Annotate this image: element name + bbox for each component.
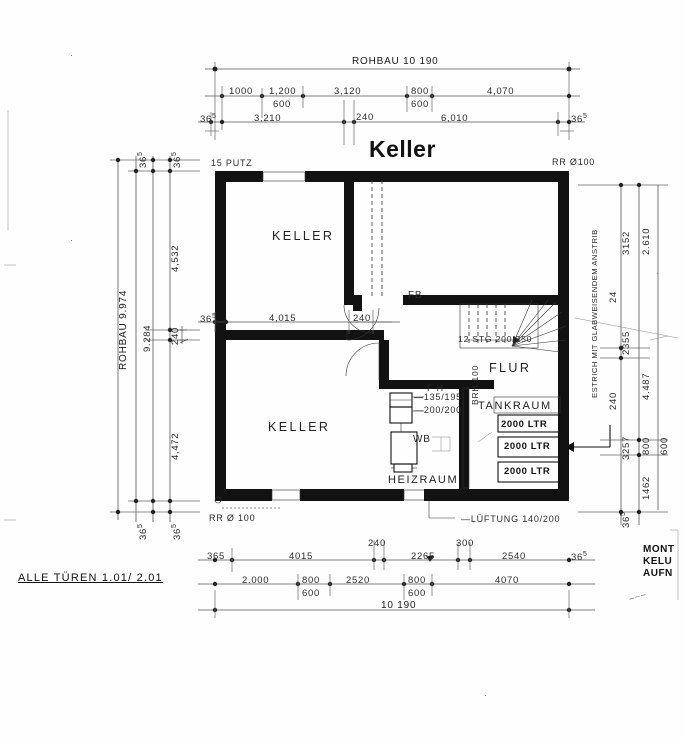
- paper-speck-2: ·: [70, 235, 73, 245]
- dim-corner-br: 365: [620, 511, 633, 528]
- dim-1462: 1462: [641, 476, 652, 500]
- dim-bottom-800a: 800: [302, 575, 320, 586]
- note-estrich: ESTRICH MIT GLABWEISENDEM ANSTRIB: [590, 229, 599, 398]
- note-putz: 15 PUTZ: [211, 158, 253, 168]
- dim-6010: 6,010: [441, 113, 469, 124]
- tank-label-1: 2000 LTR: [504, 441, 551, 452]
- dim-bottom-600a: 600: [302, 588, 320, 599]
- dim-bottom-2265: 2265: [411, 551, 435, 562]
- dim-corner-tl: 365: [200, 113, 217, 126]
- page-title: Keller: [369, 136, 436, 162]
- dim-bottom-300: 300: [456, 538, 474, 549]
- edge-note-line-1: MONT: [643, 544, 675, 555]
- note-fb: FB: [408, 290, 423, 301]
- dim-800-right: 800: [641, 437, 652, 455]
- dim-left-top-a: 365: [137, 151, 150, 168]
- room-label-tankraum: TANKRAUM: [478, 400, 552, 412]
- dim-1200: 1,200: [269, 86, 297, 97]
- dim-corner-tr: 365: [571, 113, 588, 126]
- paper-speck-1: ·: [70, 50, 73, 60]
- edge-note-line-3: AUFN: [643, 568, 673, 579]
- dim-3152: 3152: [621, 231, 632, 255]
- dim-left-bot-b: 365: [171, 523, 184, 540]
- note-rr-top: RR Ø100: [552, 157, 596, 167]
- dim-bottom-365: 365: [207, 551, 225, 562]
- dim-left-top-b: 365: [171, 151, 184, 168]
- dim-240-door: 240: [353, 313, 371, 324]
- dim-bottom-4015: 4015: [289, 551, 313, 562]
- heizraum-fixtures: [389, 392, 451, 473]
- dim-600-top2: 600: [411, 99, 429, 110]
- dim-bottom-600b: 600: [408, 588, 426, 599]
- dim-3120: 3,120: [334, 86, 362, 97]
- dim-600-top: 600: [273, 99, 291, 110]
- dim-4532: 4,532: [170, 244, 181, 272]
- dim-240-top: 240: [356, 112, 374, 123]
- dim-600-right: 600: [659, 437, 670, 455]
- note-fh: F H: [427, 383, 444, 393]
- room-label-keller-upper: KELLER: [272, 229, 335, 243]
- dim-corner-interior: 365: [200, 313, 217, 326]
- stair-run: [459, 299, 567, 353]
- room-label-flur: FLUR: [489, 361, 532, 375]
- tank-boxes: [477, 396, 561, 483]
- dim-3210: 3,210: [254, 113, 282, 124]
- dim-240-left: 240: [170, 327, 181, 345]
- note-all-doors: ALLE TÜREN 1.01/ 2.01: [18, 572, 163, 584]
- dim-4487: 4.487: [641, 372, 652, 400]
- dim-bottom-2000: 2.000: [242, 575, 270, 586]
- edge-note-line-2: KELU: [643, 556, 673, 567]
- dim-bottom-2520: 2520: [346, 575, 370, 586]
- dim-bottom-4070: 4070: [495, 575, 519, 586]
- dim-2610: 2.610: [641, 227, 652, 255]
- note-window-200: —200/200: [414, 405, 462, 415]
- dim-3257: 3257: [621, 436, 632, 460]
- note-wb: WB: [413, 434, 431, 445]
- tank-caption-main: 2000 LTR: [501, 419, 548, 430]
- dim-4015-interior: 4,015: [269, 313, 297, 324]
- dim-24: 24: [608, 291, 619, 303]
- dim-bottom-240: 240: [368, 538, 386, 549]
- note-stairs: 12 STG 200/250: [458, 334, 533, 344]
- dim-bottom-overall: 10 190: [381, 600, 417, 611]
- dim-left-inner: 9.284: [142, 324, 153, 352]
- note-window-135: —135/195: [414, 392, 462, 402]
- dim-1000: 1000: [229, 86, 253, 97]
- dim-2355: 2355: [621, 331, 632, 355]
- dim-bottom-800b: 800: [408, 575, 426, 586]
- dim-4070-top: 4,070: [487, 86, 515, 97]
- dim-800-top: 800: [411, 86, 429, 97]
- dim-left-bot-a: 365: [137, 523, 150, 540]
- dim-top-overall: ROHBAU 10 190: [352, 56, 439, 67]
- room-label-keller-lower: KELLER: [268, 420, 331, 434]
- dim-bottom-corner: 365: [571, 551, 588, 564]
- edge-note-block: MONT KELU AUFN: [643, 544, 674, 580]
- room-label-heizraum: HEIZRAUM: [388, 474, 459, 486]
- paper-speck-3: ·: [484, 690, 487, 700]
- dim-240-right: 240: [608, 392, 619, 410]
- dim-4472: 4,472: [170, 432, 181, 460]
- note-rr-bottom: RR Ø 100: [209, 513, 256, 523]
- note-lueftung: —LÜFTUNG 140/200: [461, 514, 561, 524]
- tank-label-2: 2000 LTR: [504, 466, 551, 477]
- paper-speck-4: ·: [656, 268, 659, 278]
- dim-left-overall: ROHBAU 9.974: [118, 289, 129, 370]
- dim-bottom-2540: 2540: [502, 551, 526, 562]
- note-brh: BRH 100: [470, 364, 480, 405]
